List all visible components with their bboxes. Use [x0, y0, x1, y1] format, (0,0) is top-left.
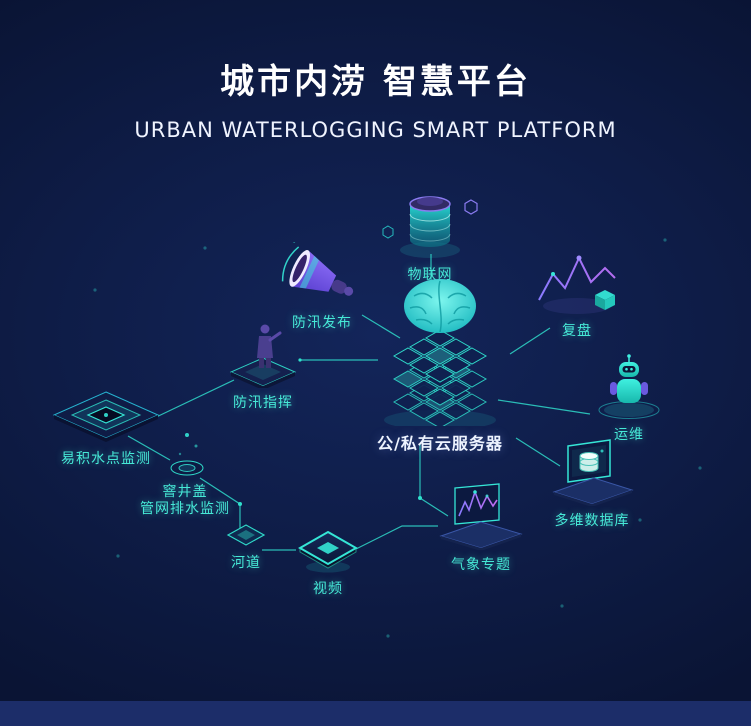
- sensor-platform-icon: [52, 391, 160, 442]
- footer-band: [0, 701, 751, 726]
- node-flood-release: 防汛发布: [272, 242, 372, 332]
- node-river: 河道: [206, 522, 286, 572]
- node-river-label: 河道: [231, 555, 261, 571]
- robot-icon: [598, 354, 660, 419]
- page-subtitle: URBAN WATERLOGGING SMART PLATFORM: [134, 118, 617, 142]
- iot-cylinder-icon: [382, 196, 478, 258]
- river-node-icon: [226, 524, 266, 546]
- node-manhole-drainage-label: 窨井盖管网排水监测: [140, 484, 230, 518]
- node-water-point-monitor-label: 易积水点监测: [61, 451, 151, 467]
- megaphone-icon: [281, 242, 354, 296]
- node-review-label: 复盘: [562, 323, 592, 339]
- node-operations-label: 运维: [614, 427, 644, 443]
- commander-icon: [229, 324, 297, 388]
- node-weather-topic: 气象专题: [431, 480, 531, 574]
- video-tile-icon: [297, 530, 359, 573]
- weather-laptop-icon: [439, 483, 523, 550]
- node-water-point-monitor: 易积水点监测: [46, 386, 166, 468]
- node-manhole-drainage: 窨井盖管网排水监测: [125, 428, 245, 518]
- manhole-label-line1: 窨井盖: [162, 484, 208, 500]
- line-chart-icon: [538, 255, 616, 314]
- page-title: 城市内涝 智慧平台: [220, 62, 531, 102]
- node-flood-command: 防汛指挥: [213, 318, 313, 412]
- database-laptop-icon: [552, 439, 634, 506]
- manhole-icon: [170, 433, 204, 476]
- node-weather-topic-label: 气象专题: [451, 557, 511, 573]
- node-flood-command-label: 防汛指挥: [233, 395, 293, 411]
- brain-server-stack-icon: [384, 279, 496, 426]
- node-cloud-server-label: 公/私有云服务器: [377, 434, 503, 453]
- header: 城市内涝 智慧平台 URBAN WATERLOGGING SMART PLATF…: [0, 54, 751, 142]
- node-video-label: 视频: [313, 581, 343, 597]
- manhole-label-line2: 管网排水监测: [140, 501, 230, 517]
- node-video: 视频: [288, 526, 368, 598]
- node-multi-dim-database: 多维数据库: [542, 434, 642, 530]
- node-operations: 运维: [584, 352, 674, 444]
- node-iot-label: 物联网: [407, 267, 453, 283]
- node-iot: 物联网: [375, 180, 485, 284]
- node-multi-dim-database-label: 多维数据库: [554, 513, 630, 529]
- node-review: 复盘: [527, 244, 627, 340]
- node-cloud-server: 公/私有云服务器: [370, 276, 510, 454]
- node-flood-release-label: 防汛发布: [292, 315, 352, 331]
